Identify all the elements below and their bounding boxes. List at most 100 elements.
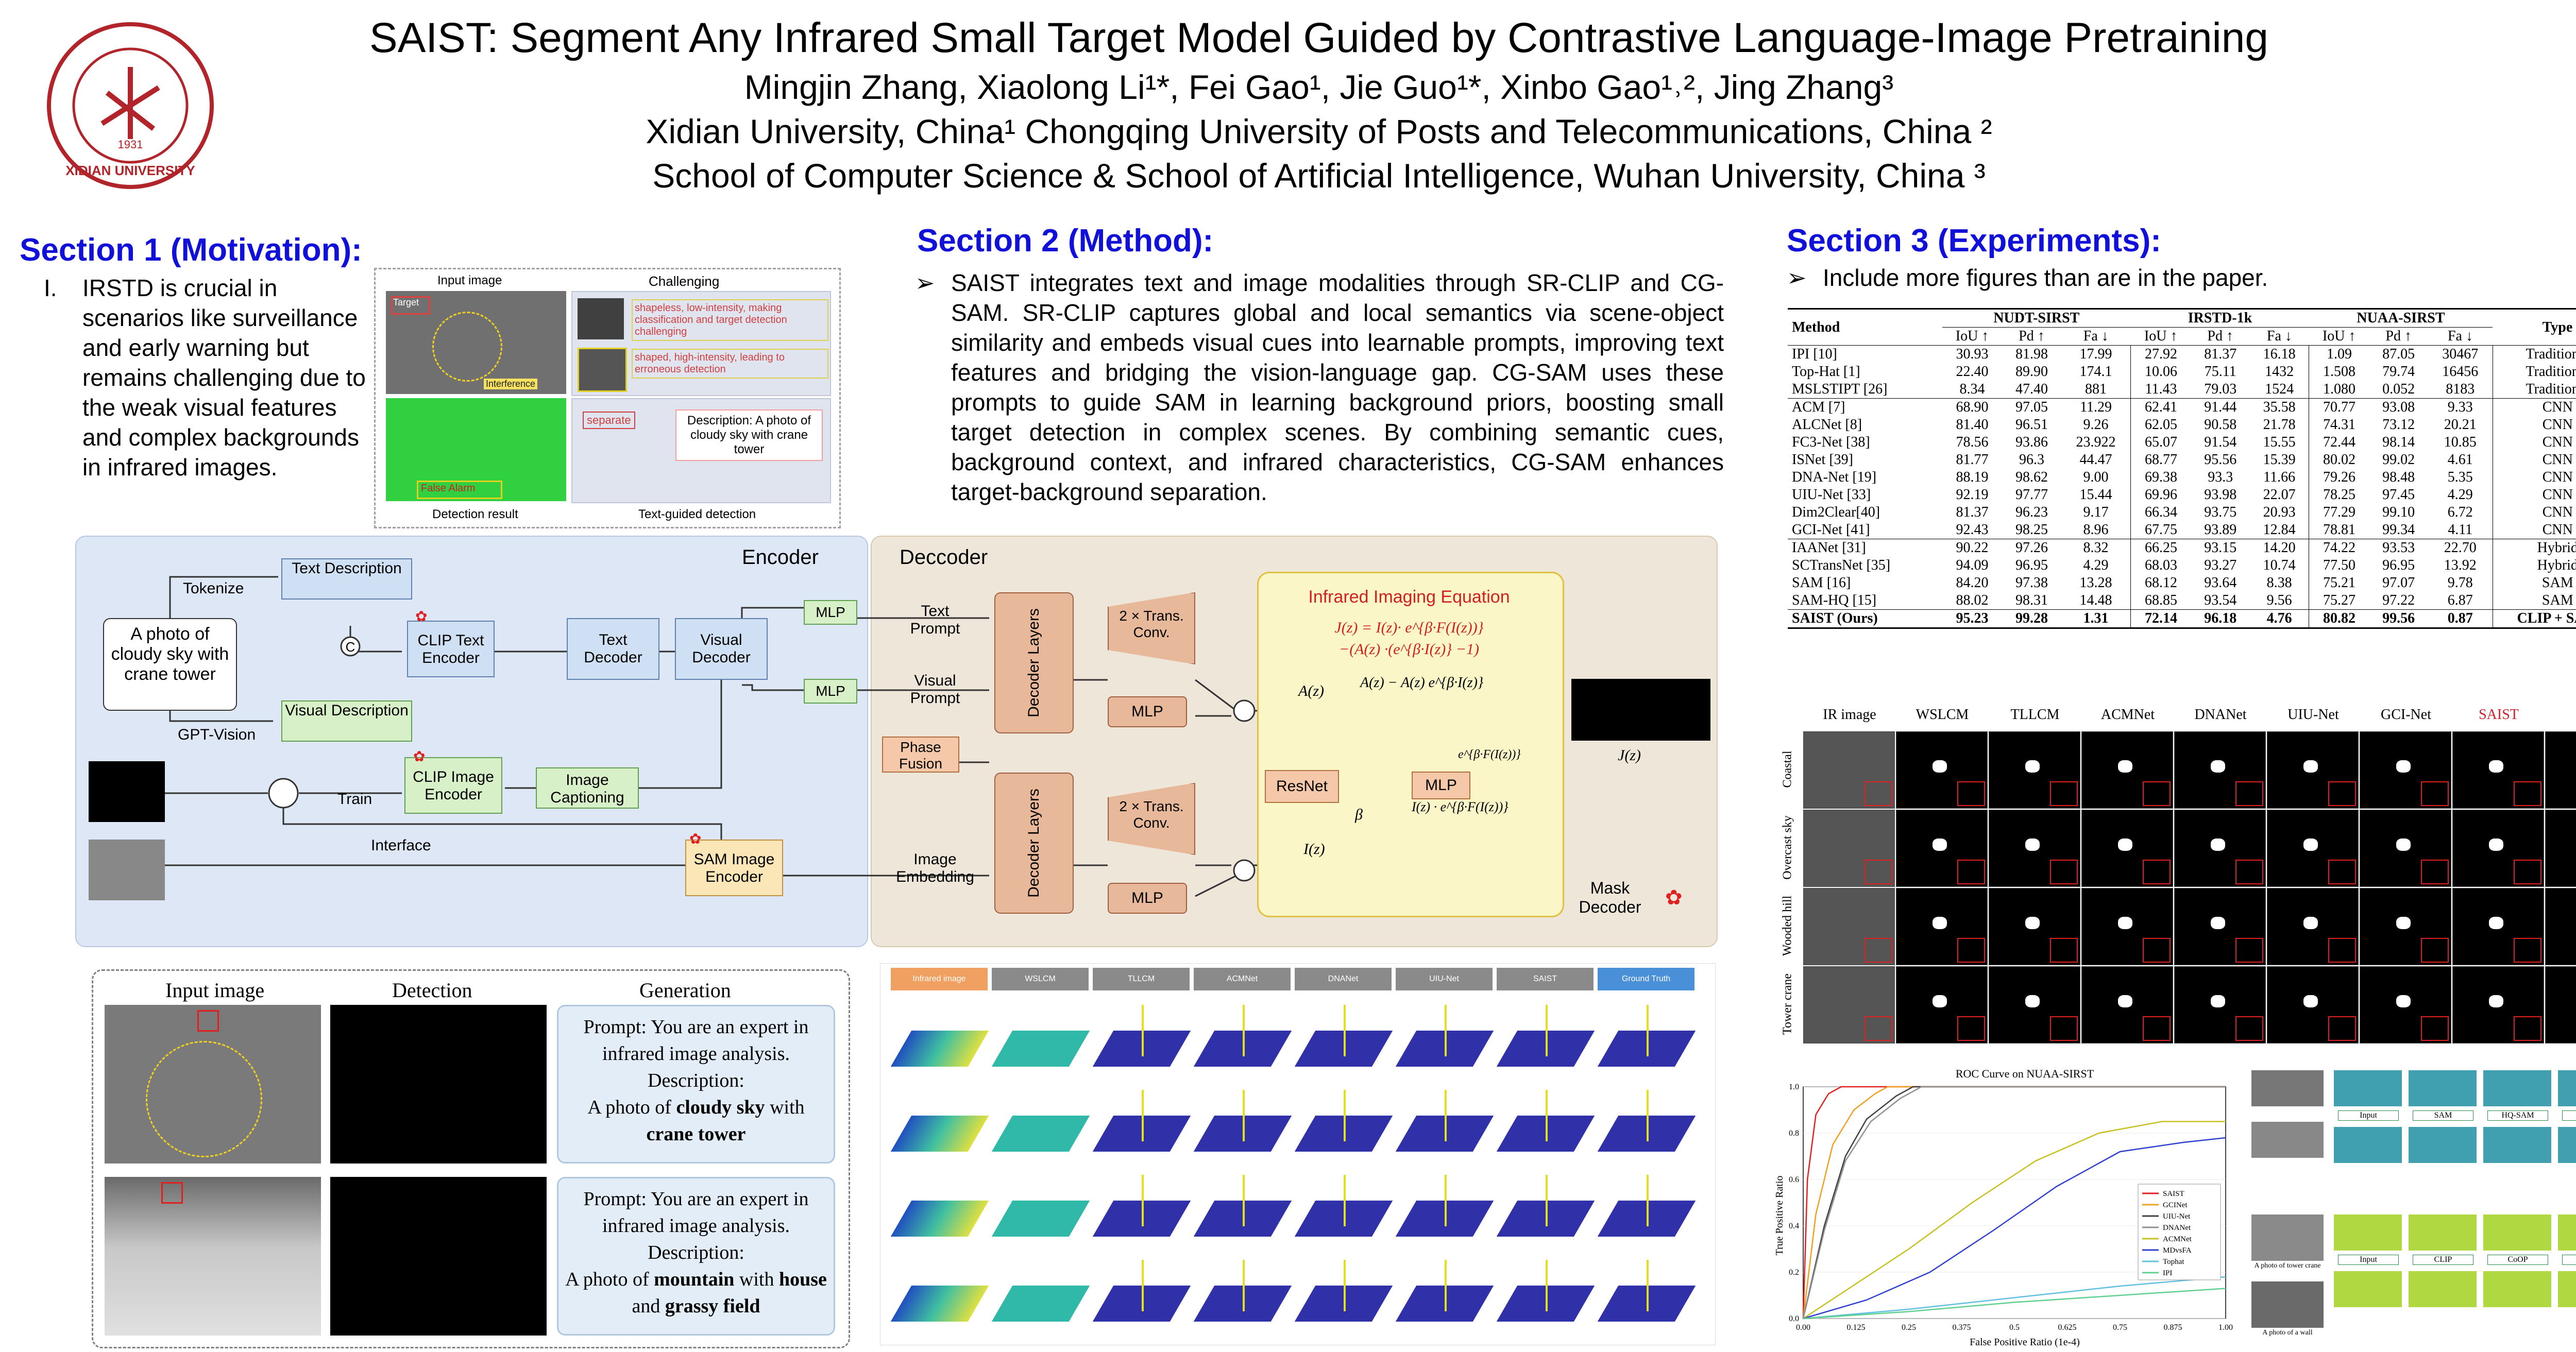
vis-zoom-box: [2514, 938, 2541, 963]
table-cell: 94.09: [1956, 557, 1989, 573]
gen-header-input: Input image: [165, 979, 265, 1002]
roc-series-gcinet: [1802, 1086, 2226, 1319]
vis-target-blob: [2396, 917, 2411, 929]
false-alarm-box: [417, 481, 502, 499]
vis-cell: [1896, 810, 1988, 887]
table-cell: 20.93: [2249, 504, 2310, 521]
table-cell-method: UIU-Net [33]: [1792, 487, 1871, 503]
table-cell-type: CNN: [2492, 469, 2576, 486]
table-cell: 1524: [2249, 381, 2310, 399]
table-cell: 174.1: [2061, 363, 2131, 381]
table-cell: 68.77: [2145, 452, 2177, 468]
gen-target-box-1: [197, 1010, 219, 1032]
iz-label: I(z): [1303, 841, 1325, 858]
vis-cell: [2360, 966, 2451, 1043]
table-cell: 81.37: [2204, 346, 2237, 362]
vis-header: UIU-Net: [2287, 707, 2339, 723]
table-cell: 97.38: [2015, 575, 2048, 591]
roc-legend-label: GCINet: [2163, 1201, 2188, 1209]
vis-cell: [2360, 888, 2451, 965]
gen-desc-2-b1: mountain: [654, 1269, 735, 1290]
table-cell: 79.03: [2204, 381, 2237, 397]
vis-zoom-box: [2235, 860, 2263, 884]
vis-target-blob: [2489, 760, 2503, 773]
photo-text: A photo of cloudy sky with crane tower: [111, 624, 229, 684]
surface-spike: [1445, 1005, 1447, 1056]
mlp-decoder-2: MLP: [1108, 883, 1187, 914]
table-cell: 881: [2061, 381, 2131, 399]
surface-header: UIU-Net: [1396, 968, 1493, 990]
vis-target-blob: [1933, 917, 1947, 929]
vis-cell: [2081, 966, 2173, 1043]
samclip-image: [2334, 1070, 2402, 1106]
vis-target-blob: [2211, 760, 2225, 773]
samclip-label: CLIP: [2413, 1255, 2473, 1265]
challenge-2-text: shaped, high-intensity, leading to erron…: [632, 349, 828, 379]
image-captioning-box: Image Captioning: [536, 767, 639, 809]
samclip-row1-ir2: [2251, 1122, 2324, 1158]
table-cell: 77.50: [2323, 557, 2355, 573]
vis-zoom-box: [2050, 860, 2078, 884]
vis-cell: [1896, 966, 1988, 1043]
table-cell: 17.99: [2061, 345, 2131, 363]
table-metric-header: Fa ↓: [2447, 328, 2473, 344]
table-cell: 98.31: [2015, 592, 2048, 608]
table-cell: 96.95: [2382, 557, 2415, 573]
table-cell-method: IAANet [31]: [1792, 540, 1866, 556]
table-cell: 88.02: [1956, 592, 1989, 608]
surface-plot: [991, 1031, 1090, 1067]
detection-result-thumb: False Alarm: [386, 398, 566, 501]
table-cell: 75.27: [2323, 592, 2355, 608]
vis-cell: [2174, 810, 2266, 887]
decoder-layers-1-label: Decoder Layers: [1025, 608, 1042, 717]
vis-target-blob: [2303, 760, 2318, 773]
surface-spike: [1546, 1260, 1548, 1311]
equation-line-2: −(A(z) ·(e^{β·I(z)} −1): [1339, 641, 1479, 658]
table-cell: 99.56: [2382, 610, 2415, 626]
vis-target-blob: [2489, 838, 2503, 851]
roc-legend-label: MDvsFA: [2163, 1246, 2192, 1255]
vis-header: TLLCM: [2010, 707, 2060, 723]
az-label: A(z): [1298, 682, 1324, 699]
image-embedding-label: Image Embedding: [896, 851, 974, 885]
mask-decoder-label: Mask Decoder: [1579, 879, 1641, 916]
table-cell: 11.66: [2249, 469, 2310, 486]
table-cell: 70.77: [2323, 399, 2355, 415]
encoder-title: Encoder: [742, 546, 819, 569]
table-cell-method: IPI [10]: [1792, 346, 1837, 362]
table-cell-type: CNN: [2492, 521, 2576, 539]
samclip-row2-ir: [2251, 1214, 2324, 1261]
roc-xtick: 0.25: [1902, 1323, 1916, 1332]
samclip-row2-ir2: [2251, 1281, 2324, 1328]
vis-zoom-box: [2514, 1016, 2541, 1041]
surface-spike: [1647, 1090, 1649, 1141]
vis-row-label: Coastal: [1781, 750, 1794, 788]
table-cell-type: Hybrid: [2492, 557, 2576, 574]
visual-prompt-label: Visual Prompt: [910, 672, 960, 707]
samclip-caption1: A photo of tower crane: [2254, 1262, 2321, 1270]
vis-cell: [2267, 966, 2359, 1043]
table-cell: 1.31: [2061, 609, 2131, 628]
flame-icon: ✿: [1665, 886, 1683, 909]
table-cell-method: Top-Hat [1]: [1792, 364, 1860, 380]
roc-xtick: 0.00: [1796, 1323, 1810, 1332]
ir-input-1: [89, 761, 165, 822]
samclip-image: [2483, 1214, 2551, 1251]
roc-xtick: 0.875: [2164, 1323, 2182, 1332]
roc-legend-label: IPI: [2163, 1269, 2172, 1277]
surface-spike: [1647, 1005, 1649, 1056]
roc-xlabel: False Positive Ratio (1e-4): [1970, 1337, 2080, 1348]
table-cell: 15.44: [2061, 486, 2131, 504]
samclip-label: CG-SAM: [2562, 1110, 2576, 1121]
surface-spike: [1142, 1090, 1144, 1141]
table-cell: 79.74: [2382, 364, 2415, 380]
roc-xtick: 0.375: [1953, 1323, 1971, 1332]
challenge-thumb-2: [578, 348, 627, 392]
gen-desc-2-b3: grassy field: [665, 1295, 760, 1317]
table-cell: 8.34: [1959, 381, 1985, 397]
samclip-label: Input: [2338, 1255, 2399, 1265]
